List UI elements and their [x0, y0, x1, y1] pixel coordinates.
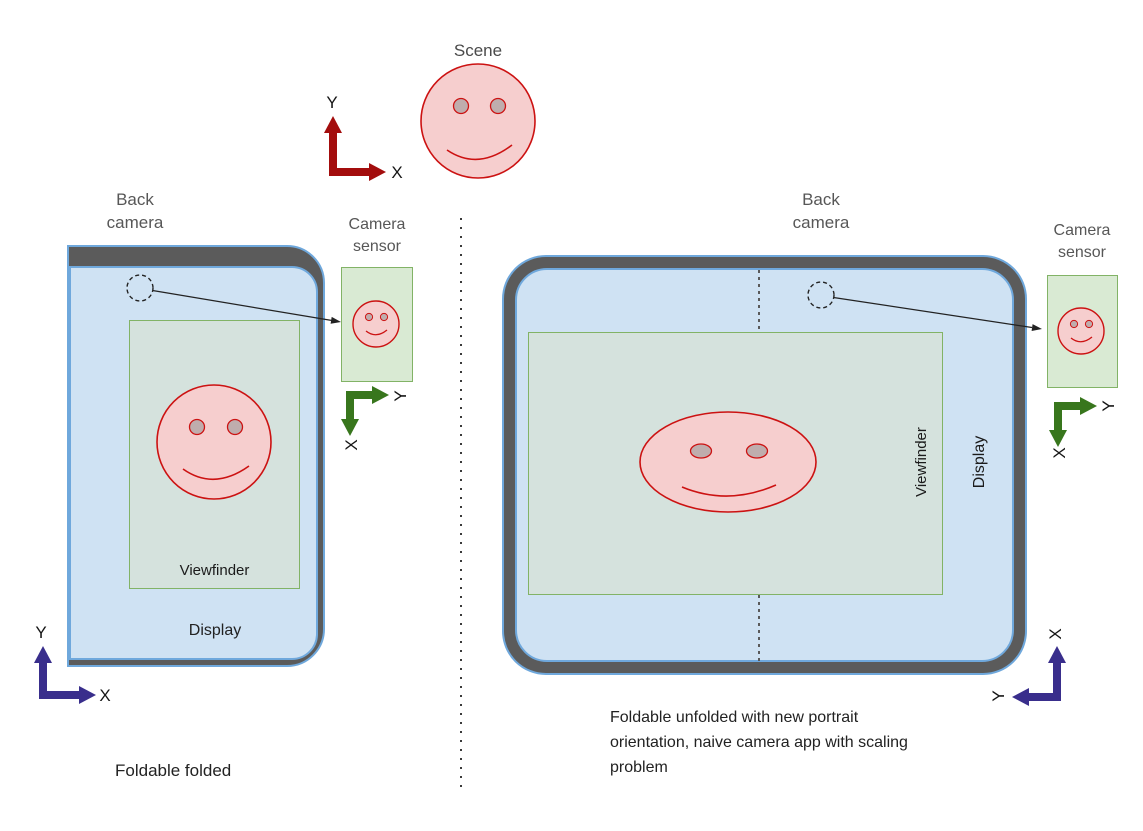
- unfolded-device-axis: [1012, 646, 1066, 706]
- folded-camera-sensor-box: [341, 267, 413, 382]
- folded-back-camera-label: Back camera: [106, 190, 164, 232]
- scene-axis-y-label: Y: [326, 93, 338, 112]
- folded-sensor-axis-x-label: X: [342, 439, 361, 451]
- fold-crease-top: [758, 270, 760, 332]
- scene-face: [420, 63, 536, 179]
- unfolded-camera-sensor-label: Camera sensor: [1053, 222, 1111, 261]
- unfolded-caption: Foldable unfolded with new portrait orie…: [610, 709, 908, 776]
- unfolded-device-axis-y-label: Y: [989, 690, 1008, 702]
- unfolded-viewfinder-label: Viewfinder: [912, 427, 930, 497]
- folded-camera-sensor-label: Camera sensor: [348, 216, 406, 255]
- scene-axis: [324, 116, 386, 181]
- folded-display-label: Display: [188, 622, 242, 639]
- folded-sensor-axis-y-label: Y: [391, 390, 410, 402]
- unfolded-viewfinder: [528, 332, 943, 595]
- fold-crease-bottom: [758, 595, 760, 663]
- folded-viewfinder-label: Viewfinder: [179, 562, 250, 579]
- unfolded-sensor-axis-x-label: X: [1050, 447, 1069, 459]
- unfolded-sensor-axis-y-label: Y: [1099, 400, 1118, 412]
- folded-device-axis-y-label: Y: [35, 623, 47, 642]
- unfolded-display-label: Display: [971, 435, 988, 489]
- scene-face-eye: [452, 97, 470, 115]
- unfolded-sensor-axis: [1049, 397, 1097, 447]
- folded-sensor-axis: [341, 386, 389, 436]
- scene-axis-x-label: X: [391, 163, 403, 182]
- scene-face-mouth: [446, 144, 513, 161]
- section-divider: [460, 218, 462, 794]
- scene-face-eye: [489, 97, 507, 115]
- unfolded-device-axis-x-label: X: [1046, 628, 1065, 640]
- scene-label: Scene: [453, 41, 503, 60]
- folded-viewfinder: Viewfinder: [129, 320, 300, 589]
- unfolded-camera-sensor-box: [1047, 275, 1118, 388]
- unfolded-back-camera-label: Back camera: [792, 190, 850, 232]
- folded-caption: Foldable folded: [115, 761, 232, 780]
- folded-device-axis-x-label: X: [99, 686, 111, 705]
